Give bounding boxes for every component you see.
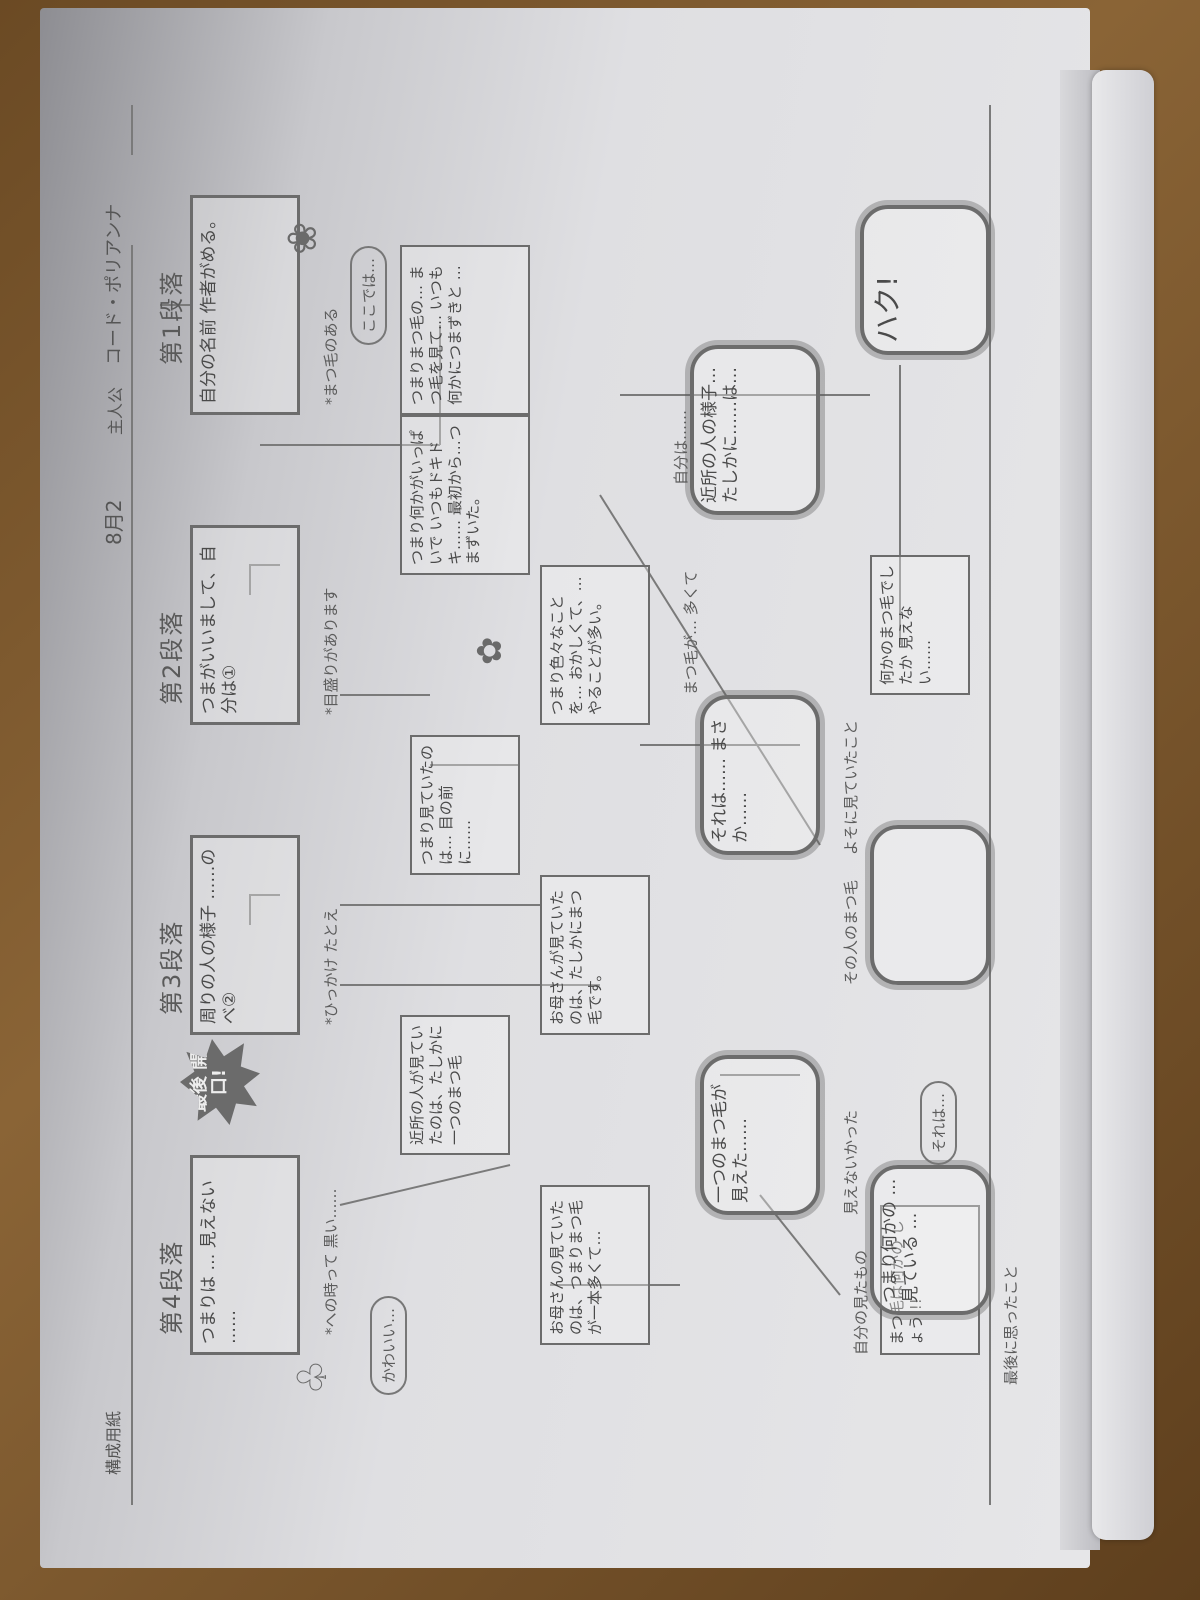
stage-1-label: 第1段落 bbox=[158, 269, 186, 365]
side-label-2: まつ毛が… 多くて bbox=[682, 570, 700, 695]
cloud-box-2: それは…… まさか…… bbox=[700, 695, 820, 855]
paper-sheet bbox=[40, 8, 1090, 1568]
cloud-box-3: 一つのまつ毛が 見えた…… bbox=[700, 1055, 820, 1215]
stage-3-box: 周りの人の様子 ……のべ② bbox=[190, 835, 300, 1035]
flower-doodle-icon: ✿ bbox=[470, 636, 510, 666]
note-box-4: つまり見ていたのは… 目の前に…… bbox=[410, 735, 520, 875]
speech-bubble-2: かわいい… bbox=[370, 1295, 407, 1395]
paper-edge bbox=[1092, 70, 1154, 1540]
stage-3-label: 第3段落 bbox=[158, 919, 186, 1015]
composition-sheet: 構成用紙 主人公 コード・ポリアンナ 8月2 第1段落 自分の名前 作者がめる。… bbox=[40, 45, 1040, 1545]
cloud-hak: ハク! bbox=[860, 205, 990, 355]
side-label-3: よそに見ていたこと bbox=[842, 719, 860, 855]
side-label-5: 見えないかった bbox=[842, 1109, 860, 1215]
note-box-8: 何かのまつ毛でしたか 見えない…… bbox=[870, 555, 970, 695]
note-box-2: つまり何かがいっぱいで いつもドキドキ…… 最初から…つまずいた。 bbox=[400, 415, 530, 575]
arrow-s1-s2 bbox=[249, 564, 280, 595]
sheet-title: 構成用紙 bbox=[104, 1410, 123, 1475]
side-label-7: 最後に思ったこと bbox=[1002, 1264, 1020, 1385]
mini-bubble: それは… bbox=[920, 1080, 957, 1165]
side-label-1: 自分は…… bbox=[672, 409, 690, 485]
bird-doodle-icon: ❀ bbox=[280, 221, 326, 255]
speech-bubble-1: ここでは… bbox=[350, 245, 387, 345]
note-box-1: つまりまつ毛の… まつ毛を見て… いつも何かにつまずきと … bbox=[400, 245, 530, 415]
side-label-4: その人のまつ毛 bbox=[842, 879, 860, 985]
cloud-box-4: つまり何かの … 見ている … bbox=[870, 1165, 990, 1315]
date-field: 8月2 bbox=[102, 499, 126, 545]
note-box-5: お母さんが見ていたのは、たしかにまつ毛です。 bbox=[540, 875, 650, 1035]
note-box-6: 近所の人が見ていたのは、たしかに一つのまつ毛 bbox=[400, 1015, 510, 1155]
diag-link bbox=[599, 494, 821, 846]
stage-4-annotation: *への時って 黒い…… bbox=[322, 1188, 340, 1335]
note-box-3: つまり色々なことを… おかしくて、… やることが多い。 bbox=[540, 565, 650, 725]
protagonist-name: コード・ポリアンナ bbox=[104, 203, 125, 365]
stage-2-label: 第2段落 bbox=[158, 609, 186, 705]
lower-diag bbox=[759, 1194, 841, 1296]
cloud-box-1: 近所の人の様子… たしかに……は… bbox=[690, 345, 820, 515]
side-label-6: 自分の見たもの bbox=[852, 1249, 870, 1355]
cloud-empty bbox=[870, 825, 990, 985]
stage-4-label: 第4段落 bbox=[158, 1239, 186, 1335]
stage-2-annotation: *目盛りがあります bbox=[322, 587, 340, 715]
stage-3-annotation: *ひっかけ たとえ bbox=[322, 907, 340, 1025]
rabbit-doodle-icon: ♧ bbox=[290, 1359, 336, 1395]
note-box-7: お母さんの見ていたのは、つまりまつ毛が一本多くて… bbox=[540, 1185, 650, 1345]
stage-1-annotation: *まつ毛のある bbox=[322, 307, 340, 405]
stage-4-box: つまりは … 見えない …… bbox=[190, 1155, 300, 1355]
protagonist-label: 主人公 bbox=[106, 386, 125, 435]
connector-lines bbox=[131, 105, 991, 1505]
stage-2-box: つまがいいまして、自分は① bbox=[190, 525, 300, 725]
s4-down bbox=[339, 1164, 511, 1206]
arrow-s2-s3 bbox=[249, 894, 280, 925]
